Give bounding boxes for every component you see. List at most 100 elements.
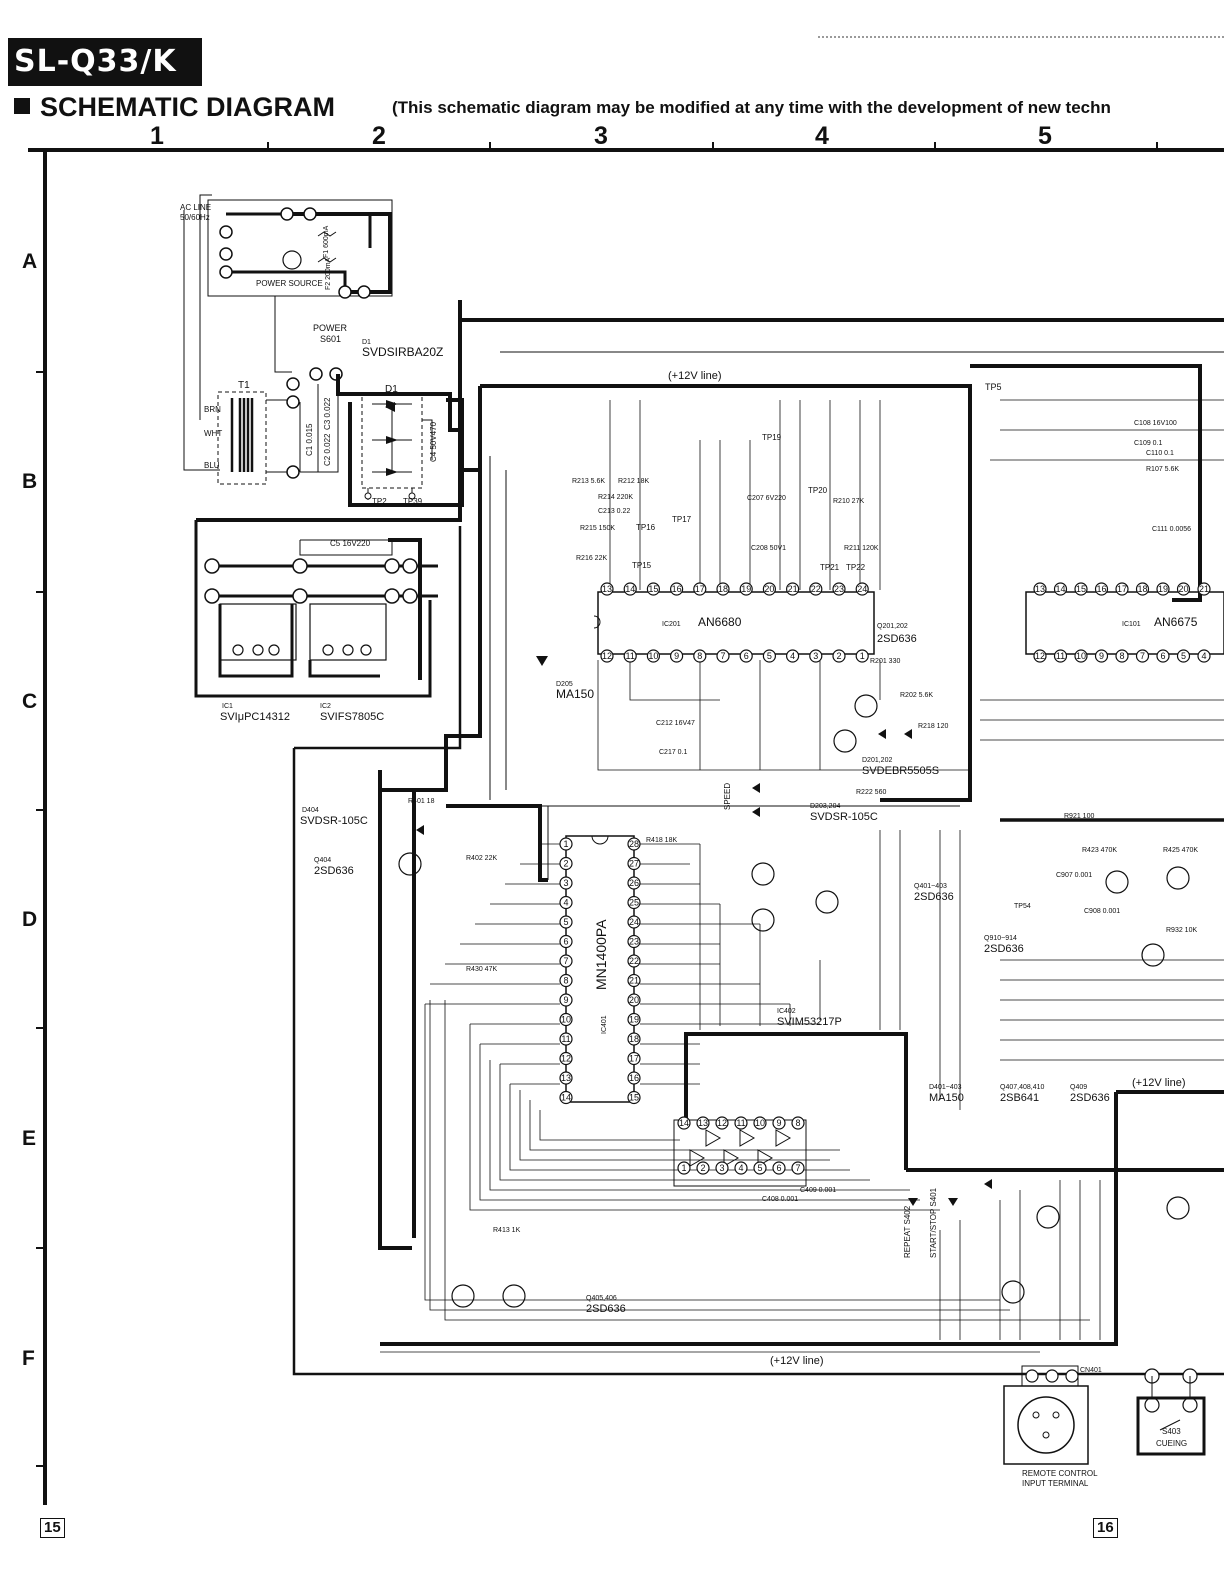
ic1-ref-label: IC1: [222, 703, 233, 710]
ic402-part-label: SVIM53217P: [777, 1016, 842, 1028]
r423-label: R423 470K: [1082, 847, 1117, 854]
ic402-ref-label: IC402: [777, 1008, 796, 1015]
ic401-pin-left-num: 13: [561, 1073, 571, 1083]
ic201-pin-top-num: 21: [788, 584, 798, 594]
ic402-pin-top: [753, 1116, 767, 1130]
harness-lines: [380, 399, 1224, 1353]
grid-row-e: E: [22, 1127, 37, 1150]
ic201-pin-top-num: 20: [764, 584, 774, 594]
ic101-pin-bottom-num: 6: [1160, 651, 1165, 661]
ic401-pin-right-num: 22: [629, 956, 639, 966]
ic201-pin-bottom-num: 9: [674, 651, 679, 661]
ic201-pin-bottom-num: 2: [836, 651, 841, 661]
ic201-pin-bottom: [832, 649, 846, 663]
tp15-label: TP15: [632, 561, 652, 570]
ic201-pin-bottom: [693, 649, 707, 663]
q404-ref-label: Q404: [314, 857, 331, 864]
f1-label: F1 600mA: [323, 225, 330, 258]
ic401-pin-left-num: 9: [563, 995, 568, 1005]
scan-artifact: [818, 36, 1224, 42]
ic101-pin-top-num: 21: [1199, 584, 1209, 594]
ic201-pin-bottom: [600, 649, 614, 663]
r214-label: R214 220K: [598, 494, 633, 501]
ic402-block: [673, 1119, 807, 1187]
ic401-pin-left: [559, 876, 573, 890]
ic401-pin-right-num: 21: [629, 976, 639, 986]
c110-label: C110 0.1: [1146, 450, 1174, 457]
q404-part-label: 2SD636: [314, 865, 354, 877]
ic201-pin-top-num: 24: [857, 584, 867, 594]
schematic-labels: AC LINE 50/60Hz POWER SOURCE F1 600mA F2…: [180, 203, 1198, 1488]
ic201-pin-bottom-num: 3: [813, 651, 818, 661]
ic101-pin-bottom: [1094, 649, 1109, 663]
page-number-left: 15: [40, 1518, 65, 1538]
ic101-pin-bottom: [1074, 649, 1088, 663]
wht-label: WHT: [204, 429, 222, 438]
ic401-pin-right-num: 16: [629, 1073, 639, 1083]
ic201-pin-bottom: [669, 649, 684, 663]
ic402-pin-top-num: 10: [755, 1118, 765, 1128]
grid-row-a: A: [22, 250, 38, 273]
r201-label: R201 330: [870, 658, 900, 665]
ic201-pin-bottom-num: 5: [767, 651, 772, 661]
blu-label: BLU: [204, 461, 220, 470]
remote-label-1: REMOTE CONTROL: [1022, 1469, 1098, 1478]
ic101-pin-bottom-num: 9: [1099, 651, 1104, 661]
c408-label: C408 0.001: [762, 1196, 798, 1203]
ic401-pin-right-num: 26: [629, 878, 639, 888]
d1-ref-label: D1: [362, 339, 371, 346]
ic201-pin-top: [669, 582, 684, 596]
r107-label: R107 5.6K: [1146, 466, 1179, 473]
tp16-label: TP16: [636, 523, 656, 532]
cn401-label: CN401: [1080, 1367, 1102, 1374]
ic201-pin-bottom: [762, 649, 777, 663]
ic201-pin-bottom-num: 6: [744, 651, 749, 661]
ic101-pin-bottom-num: 8: [1119, 651, 1124, 661]
bullet-square-icon: [14, 97, 30, 114]
d203-part-label: SVDSR-105C: [810, 811, 878, 823]
ic201-pin-bottom: [855, 649, 869, 663]
ic401-pin-left: [559, 1090, 573, 1105]
ic401-pin-left: [559, 915, 573, 929]
page-number-right: 16: [1093, 1518, 1118, 1538]
q409-ref-label: Q409: [1070, 1084, 1087, 1091]
ac-freq-label: 50/60Hz: [180, 213, 210, 222]
ic401-pin-right: [627, 1032, 641, 1046]
c5-label: C5 16V220: [330, 539, 371, 548]
ic101-pin-top-num: 14: [1055, 584, 1065, 594]
q401-part-label: 2SD636: [914, 891, 954, 903]
grid-row-b: B: [22, 470, 38, 493]
ic401-pin-right: [627, 837, 641, 851]
ic101-pin-top-num: 20: [1178, 584, 1188, 594]
ic401-pin-left: [559, 895, 573, 910]
speed-label: SPEED: [723, 783, 732, 810]
page-subtitle: (This schematic diagram may be modified …: [392, 98, 1111, 117]
d201-part-label: SVDEBR5505S: [862, 765, 939, 777]
cueing-switch: [1136, 1376, 1206, 1456]
ic402-pin-top-num: 13: [698, 1118, 708, 1128]
ic101-pin-top: [1176, 582, 1191, 596]
repeat-label: REPEAT S402: [903, 1205, 912, 1258]
c207-label: C207 6V220: [747, 495, 786, 502]
c409-label: C409 0.001: [800, 1187, 836, 1194]
ic201-pin-top-num: 16: [672, 584, 682, 594]
ic402-pin-top: [715, 1116, 729, 1130]
c908-label: C908 0.001: [1084, 908, 1120, 915]
ic201-pin-top: [762, 582, 777, 596]
grid-col-5: 5: [1038, 122, 1052, 150]
d203-ref-label: D203,204: [810, 803, 840, 810]
ic402-pin-top: [677, 1116, 691, 1130]
ic401-pin-left: [559, 1032, 573, 1046]
ic201-pin-top-num: 15: [648, 584, 658, 594]
ic101-pin-top-num: 15: [1076, 584, 1086, 594]
r215-label: R215 150K: [580, 525, 615, 532]
ic401-pin-right: [627, 876, 641, 890]
power-supply-section: [183, 194, 480, 698]
bus-lines: [292, 318, 1224, 1376]
q910-ref-label: Q910~914: [984, 935, 1017, 942]
tp17-label: TP17: [672, 515, 692, 524]
plus12-right-label: (+12V line): [1132, 1077, 1186, 1089]
grid-col-3: 3: [594, 122, 608, 150]
c108-label: C108 16V100: [1134, 420, 1177, 427]
page-title: SCHEMATIC DIAGRAM: [14, 92, 335, 123]
